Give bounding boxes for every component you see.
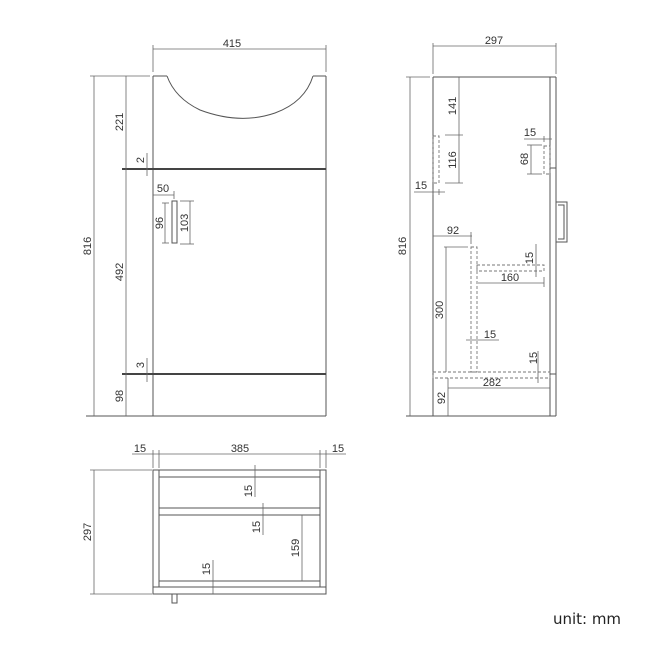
base-thickness-label: 15 — [528, 352, 540, 364]
bracket-thickness-label: 15 — [524, 252, 536, 264]
door-thickness-label: 15 — [524, 127, 536, 139]
divider-thickness-label: 15 — [484, 329, 496, 341]
side-depth-label: 297 — [485, 35, 503, 47]
plinth-label: 98 — [114, 390, 126, 402]
top-gap-label: 2 — [135, 157, 147, 163]
back-panel-label: 15 — [201, 563, 213, 575]
rail-2-label: 15 — [251, 521, 263, 533]
left-side-label: 15 — [134, 443, 146, 455]
right-side-label: 15 — [332, 443, 344, 455]
rail-height-label: 116 — [447, 151, 459, 169]
handle-outer-label: 103 — [179, 214, 191, 232]
top-view: 15 385 15 297 15 15 159 15 — [82, 443, 346, 604]
panel-height-label: 300 — [434, 301, 446, 319]
side-handle — [556, 201, 568, 243]
handle-offset-label: 50 — [157, 183, 169, 195]
panel-offset-label: 92 — [447, 225, 459, 237]
top-to-rail-label: 141 — [447, 97, 459, 115]
hinge-height-label: 68 — [519, 153, 531, 165]
top-view-foot — [171, 593, 178, 604]
handle-inner-label: 96 — [154, 217, 166, 229]
side-height-label: 816 — [397, 237, 409, 255]
top-section-label: 221 — [114, 113, 126, 131]
inner-width-label: 385 — [231, 443, 249, 455]
front-height-label: 816 — [82, 237, 94, 255]
front-width-label: 415 — [223, 38, 241, 50]
door-height-label: 492 — [114, 263, 126, 281]
base-depth-label: 282 — [483, 377, 501, 389]
bracket-width-label: 160 — [501, 272, 519, 284]
rail-thickness-label: 15 — [415, 180, 427, 192]
front-view: 415 816 221 2 492 3 98 50 96 103 — [82, 38, 327, 417]
basin-curve — [166, 75, 314, 119]
unit-label: unit: mm — [553, 610, 621, 628]
bottom-gap-label: 3 — [135, 362, 147, 368]
rail-1-label: 15 — [243, 485, 255, 497]
inner-depth-label: 159 — [290, 539, 302, 557]
top-depth-label: 297 — [82, 523, 94, 541]
side-view: 297 816 141 116 15 15 68 92 15 160 300 1… — [397, 35, 568, 417]
plinth-height-label: 92 — [436, 392, 448, 404]
